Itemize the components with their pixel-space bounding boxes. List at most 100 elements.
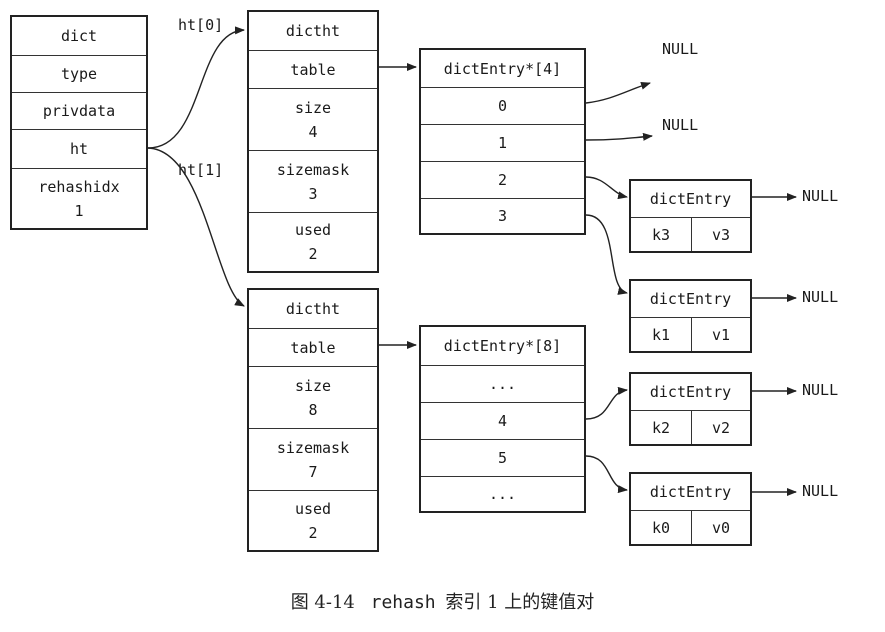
- figure-caption: 图 4-14 rehash 索引 1 上的键值对: [0, 588, 885, 614]
- dict-entry-kv-row: k2 v2: [631, 410, 750, 444]
- ht0-label: ht[0]: [178, 16, 224, 34]
- dict-entry-header: dictEntry: [649, 290, 732, 308]
- dictht-1-sizemask-value: 7: [308, 462, 318, 481]
- null-label: NULL: [662, 116, 699, 134]
- dictht-0-sizemask-label: sizemask: [276, 160, 350, 179]
- arrow-ht-to-ht1: [147, 147, 245, 307]
- dict-entry-k0: dictEntry k0 v0: [629, 472, 752, 546]
- dictht-1-size-label: size: [294, 376, 332, 395]
- table-1-header-cell: dictEntry*[8]: [421, 327, 584, 365]
- dict-name-cell: dict: [12, 17, 146, 55]
- dict-entry-kv-row: k0 v0: [631, 510, 750, 544]
- dictht-0-used-cell: used 2: [249, 212, 377, 271]
- dict-entry-value: v1: [711, 325, 731, 344]
- dict-entry-k1: dictEntry k1 v1: [629, 279, 752, 353]
- dict-type: type: [60, 65, 98, 83]
- table-0-slot: 3: [421, 198, 584, 233]
- dict-privdata: privdata: [42, 102, 116, 120]
- dictht-0-size-value: 4: [308, 122, 318, 141]
- dict-ht-cell: ht: [12, 129, 146, 168]
- dictht-0: dictht table size 4 sizemask 3 used 2: [247, 10, 379, 273]
- dict-entry-key: k0: [631, 511, 692, 544]
- dict-entry-header-cell: dictEntry: [631, 474, 750, 510]
- arrow-slot5-k0: [585, 455, 628, 494]
- dict-entry-k2: dictEntry k2 v2: [629, 372, 752, 446]
- dictht-1-table: table: [290, 338, 336, 357]
- table-0-header: dictEntry*[4]: [443, 59, 562, 78]
- dict-entry-key: k1: [631, 318, 692, 351]
- dictht-0-table: table: [290, 60, 336, 79]
- dict-ht: ht: [69, 140, 89, 158]
- dict-entry-key: k3: [631, 218, 692, 251]
- dictht-0-header: dictht: [285, 22, 341, 40]
- null-label: NULL: [802, 288, 839, 306]
- dictht-1: dictht table size 8 sizemask 7 used 2: [247, 288, 379, 552]
- table-0-slot: 2: [421, 161, 584, 198]
- caption-code: rehash: [370, 592, 436, 613]
- dict-name: dict: [60, 27, 98, 45]
- dict-rehashidx-value: 1: [74, 201, 84, 220]
- dictht-0-table-cell: table: [249, 50, 377, 88]
- table-0-slot-label: 1: [497, 134, 508, 152]
- dictht-1-size-cell: size 8: [249, 366, 377, 428]
- null-label: NULL: [662, 40, 699, 58]
- table-0-slot-label: 3: [497, 207, 508, 225]
- dict-entry-value: v0: [711, 518, 731, 537]
- arrow-slot4-k2: [585, 386, 628, 420]
- table-0-slot-label: 2: [497, 171, 508, 189]
- dictht-1-sizemask-label: sizemask: [276, 438, 350, 457]
- caption-text: 索引 1 上的键值对: [445, 592, 595, 613]
- dictht-0-sizemask-cell: sizemask 3: [249, 150, 377, 212]
- dictht-1-sizemask-cell: sizemask 7: [249, 428, 377, 490]
- dict-struct: dict type privdata ht rehashidx 1: [10, 15, 148, 230]
- dict-entry-header-cell: dictEntry: [631, 181, 750, 217]
- table-0-slot: 1: [421, 124, 584, 161]
- arrow-ht-to-ht0: [147, 26, 245, 149]
- dict-rehashidx-cell: rehashidx 1: [12, 168, 146, 228]
- ht1-label: ht[1]: [178, 161, 224, 179]
- dict-privdata-cell: privdata: [12, 92, 146, 129]
- null-label: NULL: [802, 482, 839, 500]
- dictht-1-table-cell: table: [249, 328, 377, 366]
- table-1-slot-label: 5: [497, 449, 508, 467]
- dictht-1-used-label: used: [294, 499, 332, 518]
- table-1-slot: 5: [421, 439, 584, 476]
- dict-entry-header: dictEntry: [649, 383, 732, 401]
- dictht-1-header: dictht: [285, 300, 341, 318]
- dict-entry-header-cell: dictEntry: [631, 281, 750, 317]
- table-0-header-cell: dictEntry*[4]: [421, 50, 584, 87]
- dictht-0-size-cell: size 4: [249, 88, 377, 150]
- arrow-slot2-k3: [585, 176, 628, 200]
- arrow-slot0-null: [585, 81, 651, 104]
- dictht-1-size-value: 8: [308, 400, 318, 419]
- dict-entry-kv-row: k3 v3: [631, 217, 750, 251]
- dictht-1-used-value: 2: [308, 523, 318, 542]
- dictht-0-header-cell: dictht: [249, 12, 377, 50]
- dictht-0-sizemask-value: 3: [308, 184, 318, 203]
- arrow-slot3-k1: [585, 214, 628, 295]
- caption-figure-number: 图 4-14: [290, 592, 355, 613]
- table-0-slot: 0: [421, 87, 584, 124]
- table-1-slot-label: ...: [488, 485, 517, 503]
- dict-rehashidx-label: rehashidx: [38, 177, 120, 196]
- table-1-slot: 4: [421, 402, 584, 439]
- dictht-0-size-label: size: [294, 98, 332, 117]
- null-label: NULL: [802, 187, 839, 205]
- dict-entry-kv-row: k1 v1: [631, 317, 750, 351]
- dictht-0-used-value: 2: [308, 245, 318, 263]
- table-1-slot-label: ...: [488, 375, 517, 393]
- table-1-slot: ...: [421, 365, 584, 402]
- table-1-slot: ...: [421, 476, 584, 511]
- dictht-1-used-cell: used 2: [249, 490, 377, 550]
- null-label: NULL: [802, 381, 839, 399]
- arrow-slot1-null: [585, 132, 653, 141]
- dict-entry-header: dictEntry: [649, 483, 732, 501]
- dictht-1-header-cell: dictht: [249, 290, 377, 328]
- dict-type-cell: type: [12, 55, 146, 92]
- dict-entry-header: dictEntry: [649, 190, 732, 208]
- table-1: dictEntry*[8] ... 4 5 ...: [419, 325, 586, 513]
- table-1-slot-label: 4: [497, 412, 508, 430]
- dict-entry-value: v3: [711, 225, 731, 244]
- table-1-header: dictEntry*[8]: [443, 337, 562, 355]
